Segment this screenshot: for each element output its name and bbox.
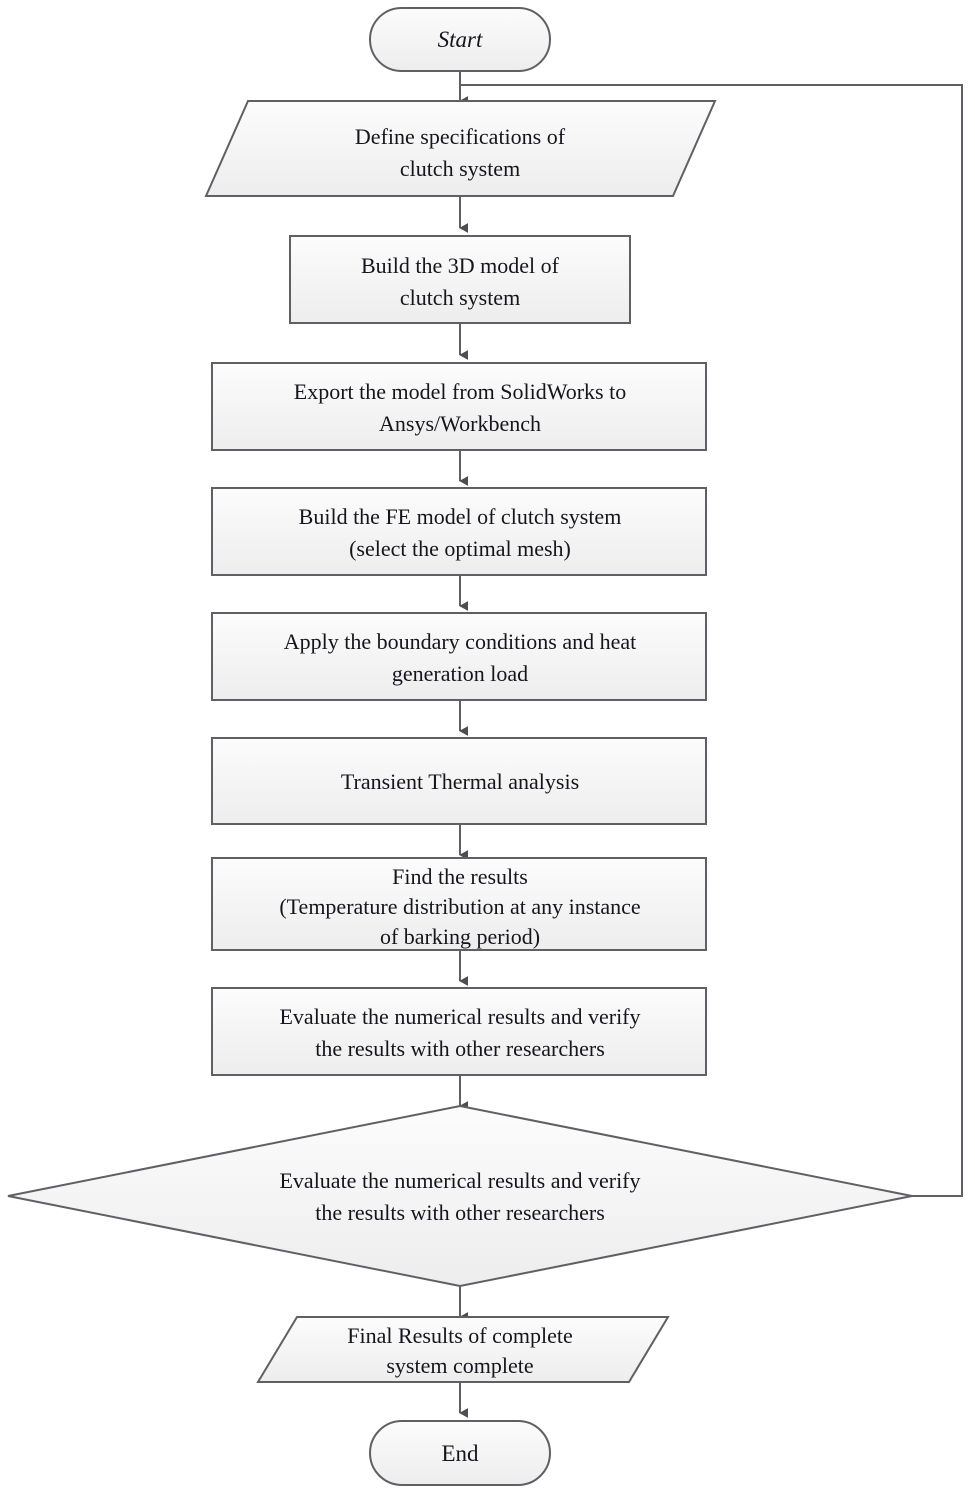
build-fe-model-label-line-2: (select the optimal mesh) [349,536,571,561]
final-results-label-line-2: system complete [386,1353,533,1378]
node-find-the-results[interactable]: Find the results (Temperature distributi… [211,857,707,951]
node-transient-thermal-analysis[interactable]: Transient Thermal analysis [211,737,707,825]
end-terminal-shape [369,1420,551,1486]
transient-thermal-analysis-label: Transient Thermal analysis [341,769,579,794]
export-model-label-line-1: Export the model from SolidWorks to [294,379,626,404]
node-export-model[interactable]: Export the model from SolidWorks to Ansy… [211,362,707,451]
node-build-fe-model[interactable]: Build the FE model of clutch system (sel… [211,487,707,576]
node-evaluate-results-box[interactable]: Evaluate the numerical results and verif… [211,987,707,1076]
build-3d-model-box-shape [289,235,631,324]
end-label: End [441,1441,479,1466]
evaluate-results-box-label-line-2: the results with other researchers [315,1036,605,1061]
node-apply-boundary-conditions[interactable]: Apply the boundary conditions and heat g… [211,612,707,701]
start-terminal-shape [369,7,551,72]
apply-boundary-conditions-label-line-2: generation load [392,661,528,686]
find-the-results-box-shape [211,857,707,951]
define-specs-parallelogram-shape [204,100,717,197]
export-model-label-line-2: Ansys/Workbench [379,411,541,436]
transient-thermal-analysis-box-shape [211,737,707,825]
evaluate-results-decision-label-line-2: the results with other researchers [315,1200,605,1225]
find-the-results-label-line-2: (Temperature distribution at any instanc… [279,894,640,919]
start-label: Start [438,27,483,52]
node-define-specs[interactable]: Define specifications of clutch system [204,100,717,197]
node-final-results[interactable]: Final Results of complete system complet… [256,1316,670,1383]
final-results-parallelogram-shape [256,1316,670,1383]
node-start[interactable]: Start [369,7,551,72]
evaluate-results-decision-diamond-shape [7,1104,913,1288]
final-results-label-line-1: Final Results of complete [347,1323,572,1348]
node-end[interactable]: End [369,1420,551,1486]
evaluate-results-box-shape [211,987,707,1076]
evaluate-results-box-label-line-1: Evaluate the numerical results and verif… [279,1004,640,1029]
build-fe-model-label-line-1: Build the FE model of clutch system [299,504,622,529]
build-3d-model-label-line-1: Build the 3D model of [361,253,560,278]
build-fe-model-box-shape [211,487,707,576]
node-evaluate-results-decision[interactable]: Evaluate the numerical results and verif… [7,1104,913,1288]
apply-boundary-conditions-label-line-1: Apply the boundary conditions and heat [284,629,637,654]
find-the-results-label-line-1: Find the results [392,864,528,889]
find-the-results-label-line-3: of barking period) [380,924,540,949]
apply-boundary-conditions-box-shape [211,612,707,701]
define-specs-label-line-2: clutch system [400,156,520,181]
define-specs-label-line-1: Define specifications of [355,124,566,149]
connector-feedback-loop [460,84,963,1197]
build-3d-model-label-line-2: clutch system [400,285,520,310]
evaluate-results-decision-label-line-1: Evaluate the numerical results and verif… [279,1168,640,1193]
connector-layer [459,71,963,1418]
node-build-3d-model[interactable]: Build the 3D model of clutch system [289,235,631,324]
export-model-box-shape [211,362,707,451]
